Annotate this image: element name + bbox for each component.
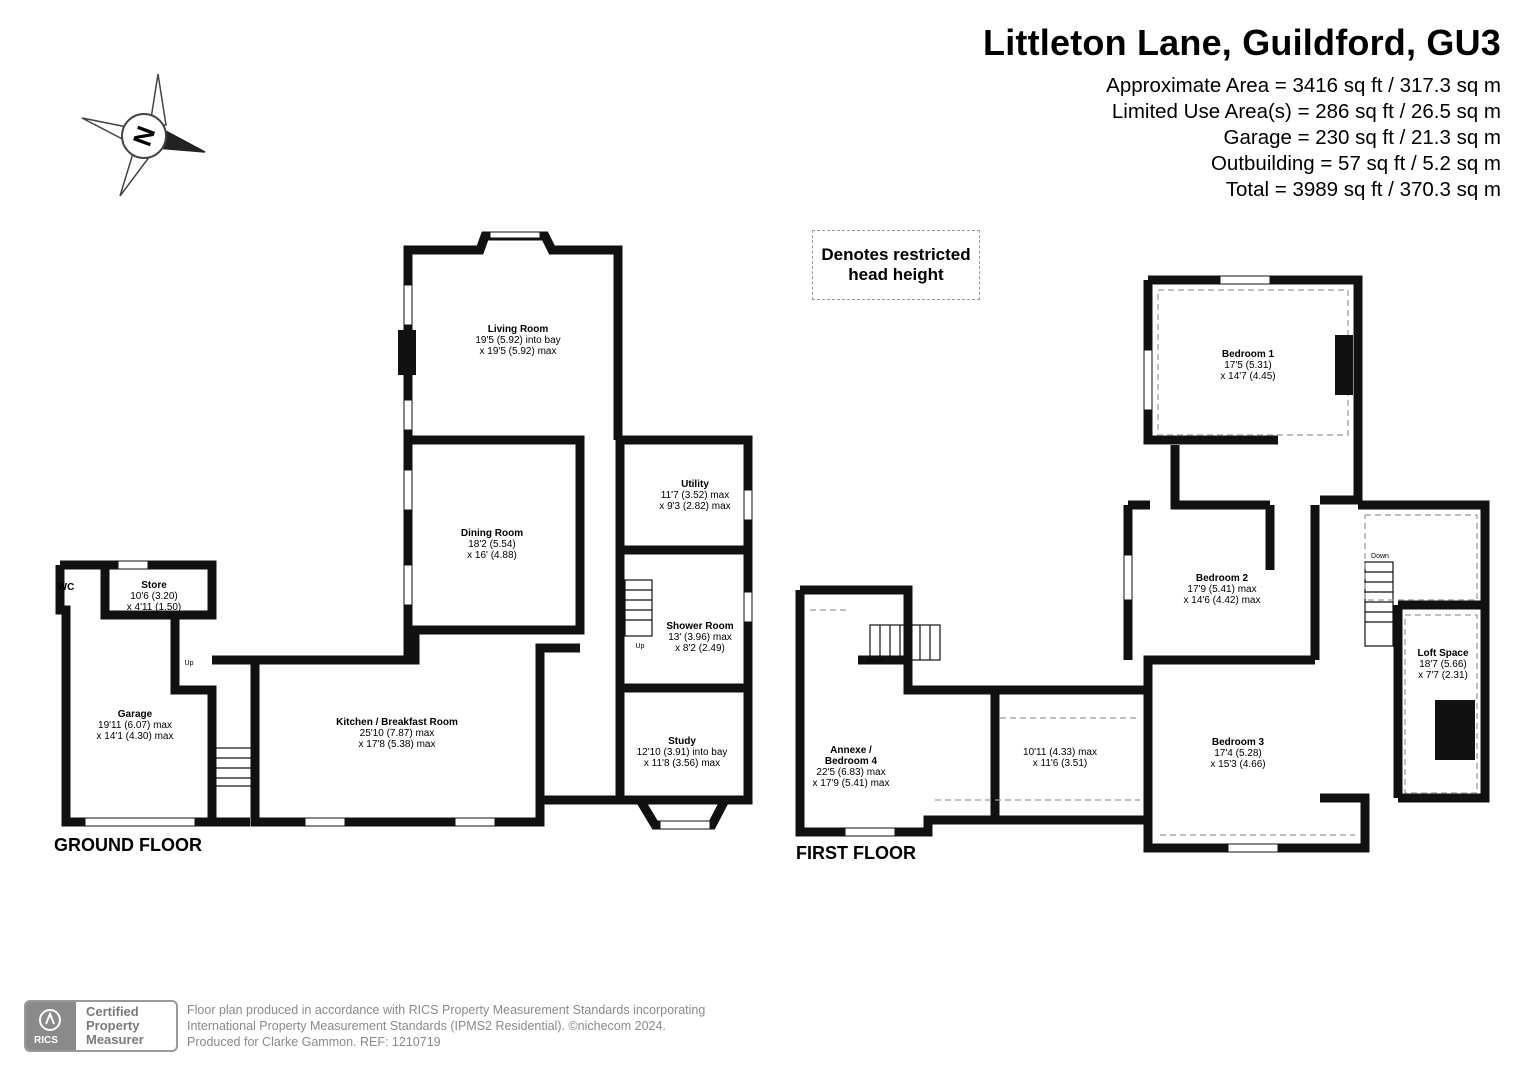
room-study: Study 12'10 (3.91) into bay x 11'8 (3.56… — [637, 736, 728, 769]
room-annexe-dim1: 22'5 (6.83) max — [816, 767, 886, 778]
window-marks — [84, 231, 1279, 853]
room-bedroom-1: Bedroom 1 17'5 (5.31) x 14'7 (4.45) — [1220, 349, 1275, 382]
badge-line-1: Certified — [86, 1004, 139, 1019]
room-dining-name: Dining Room — [460, 528, 524, 539]
first-floor-walls — [795, 275, 1490, 853]
stairs-marks — [211, 561, 1394, 787]
room-study-dim1: 12'10 (3.91) into bay — [636, 747, 728, 758]
room-dining-dim1: 18'2 (5.54) — [468, 539, 516, 550]
room-utility: Utility 11'7 (3.52) max x 9'3 (2.82) max — [659, 479, 730, 512]
room-store-dim1: 10'6 (3.20) — [130, 591, 178, 602]
room-utility-dim1: 11'7 (3.52) max — [660, 490, 730, 501]
room-wc-name: WC — [57, 582, 75, 593]
room-bedroom-2: Bedroom 2 17'9 (5.41) max x 14'6 (4.42) … — [1184, 573, 1261, 606]
room-kitchen-name: Kitchen / Breakfast Room — [336, 717, 458, 728]
room-shower: Shower Room 13' (3.96) max x 8'2 (2.49) — [666, 621, 733, 654]
room-kitchen-dim1: 25'10 (7.87) max — [359, 728, 435, 739]
total-area: Total = 3989 sq ft / 370.3 sq m — [1225, 178, 1501, 201]
room-utility-name: Utility — [681, 479, 709, 490]
room-dining: Dining Room 18'2 (5.54) x 16' (4.88) — [461, 528, 523, 561]
compass-north-icon: N — [81, 73, 206, 197]
room-study-name: Study — [668, 736, 696, 747]
room-living-name: Living Room — [487, 324, 549, 335]
property-title: Littleton Lane, Guildford, GU3 — [983, 22, 1501, 63]
stair-up-marker-1: Up — [635, 643, 645, 650]
room-garage: Garage 19'11 (6.07) max x 14'1 (4.30) ma… — [97, 709, 174, 742]
rics-emblem-icon — [39, 1009, 61, 1031]
room-middle-dim2: x 11'6 (3.51) — [1032, 758, 1088, 769]
room-living: Living Room 19'5 (5.92) into bay x 19'5 … — [475, 324, 560, 357]
stair-down-marker-2: Down — [1371, 553, 1389, 560]
room-loft-dim2: x 7'7 (2.31) — [1418, 670, 1468, 681]
footer-line-1: Floor plan produced in accordance with R… — [187, 1003, 706, 1017]
room-bedroom-1-dim2: x 14'7 (4.45) — [1220, 371, 1276, 382]
outbuilding-area: Outbuilding = 57 sq ft / 5.2 sq m — [1210, 152, 1501, 175]
room-garage-dim2: x 14'1 (4.30) max — [96, 731, 174, 742]
badge-line-2: Property — [86, 1018, 140, 1033]
room-annexe-dim2: x 17'9 (5.41) max — [812, 778, 890, 789]
room-store-name: Store — [141, 580, 167, 591]
room-kitchen-dim2: x 17'8 (5.38) max — [358, 739, 436, 750]
room-annexe: Annexe / Bedroom 4 22'5 (6.83) max x 17'… — [813, 745, 890, 789]
stair-down-marker-1: Down — [866, 658, 884, 665]
badge-text: Certified Property Measurer — [86, 1005, 144, 1047]
chimney-blocks — [398, 330, 1475, 760]
room-wc: WC — [58, 582, 75, 593]
garage-area: Garage = 230 sq ft / 21.3 sq m — [1223, 126, 1501, 149]
stair-up-marker-2: Up — [184, 660, 194, 667]
room-bedroom-3-dim2: x 15'3 (4.66) — [1210, 759, 1266, 770]
room-kitchen: Kitchen / Breakfast Room 25'10 (7.87) ma… — [336, 717, 458, 750]
room-store-dim2: x 4'11 (1.50) — [126, 602, 182, 613]
footer-line-2: International Property Measurement Stand… — [187, 1019, 666, 1033]
room-bedroom-2-dim2: x 14'6 (4.42) max — [1183, 595, 1261, 606]
room-middle-dim1: 10'11 (4.33) max — [1023, 747, 1097, 758]
rics-logo: RICS — [26, 1002, 76, 1050]
room-bedroom-2-dim1: 17'9 (5.41) max — [1187, 584, 1257, 595]
room-bedroom-1-name: Bedroom 1 — [1221, 349, 1275, 360]
room-living-dim1: 19'5 (5.92) into bay — [475, 335, 561, 346]
rics-text: RICS — [34, 1035, 58, 1046]
room-annexe-name-1: Annexe / — [830, 745, 872, 756]
restricted-height-legend: Denotes restricted head height — [812, 230, 980, 300]
room-bedroom-3-name: Bedroom 3 — [1211, 737, 1265, 748]
footer-line-3: Produced for Clarke Gammon. REF: 1210719 — [187, 1035, 441, 1049]
room-bedroom-3: Bedroom 3 17'4 (5.28) x 15'3 (4.66) — [1210, 737, 1265, 770]
room-garage-dim1: 19'11 (6.07) max — [98, 720, 172, 731]
room-living-dim2: x 19'5 (5.92) max — [479, 346, 557, 357]
legend-line-2: head height — [848, 265, 944, 284]
ground-floor-label: GROUND FLOOR — [54, 835, 202, 855]
room-garage-name: Garage — [117, 709, 153, 720]
limited-use-area: Limited Use Area(s) = 286 sq ft / 26.5 s… — [1111, 100, 1501, 123]
room-loft-dim1: 18'7 (5.66) — [1419, 659, 1467, 670]
approximate-area: Approximate Area = 3416 sq ft / 317.3 sq… — [1106, 74, 1501, 97]
room-utility-dim2: x 9'3 (2.82) max — [659, 501, 731, 512]
room-loft-name: Loft Space — [1417, 648, 1469, 659]
room-bedroom-3-dim1: 17'4 (5.28) — [1214, 748, 1262, 759]
room-shower-name: Shower Room — [666, 621, 734, 632]
footer-disclaimer: Floor plan produced in accordance with R… — [187, 1002, 705, 1050]
certified-measurer-badge: RICS Certified Property Measurer — [24, 1000, 178, 1052]
legend-line-1: Denotes restricted — [821, 245, 971, 264]
room-shower-dim2: x 8'2 (2.49) — [675, 643, 725, 654]
room-loft-space: Loft Space 18'7 (5.66) x 7'7 (2.31) — [1417, 648, 1468, 681]
badge-line-3: Measurer — [86, 1032, 144, 1047]
room-annexe-name-2: Bedroom 4 — [824, 756, 878, 767]
room-study-dim2: x 11'8 (3.56) max — [643, 758, 721, 769]
room-bedroom-2-name: Bedroom 2 — [1195, 573, 1249, 584]
room-first-floor-middle: 10'11 (4.33) max x 11'6 (3.51) — [1023, 747, 1097, 769]
room-bedroom-1-dim1: 17'5 (5.31) — [1224, 360, 1272, 371]
first-floor-label: FIRST FLOOR — [796, 843, 916, 863]
room-shower-dim1: 13' (3.96) max — [668, 632, 732, 643]
room-dining-dim2: x 16' (4.88) — [467, 550, 517, 561]
room-store: Store 10'6 (3.20) x 4'11 (1.50) — [127, 580, 182, 613]
